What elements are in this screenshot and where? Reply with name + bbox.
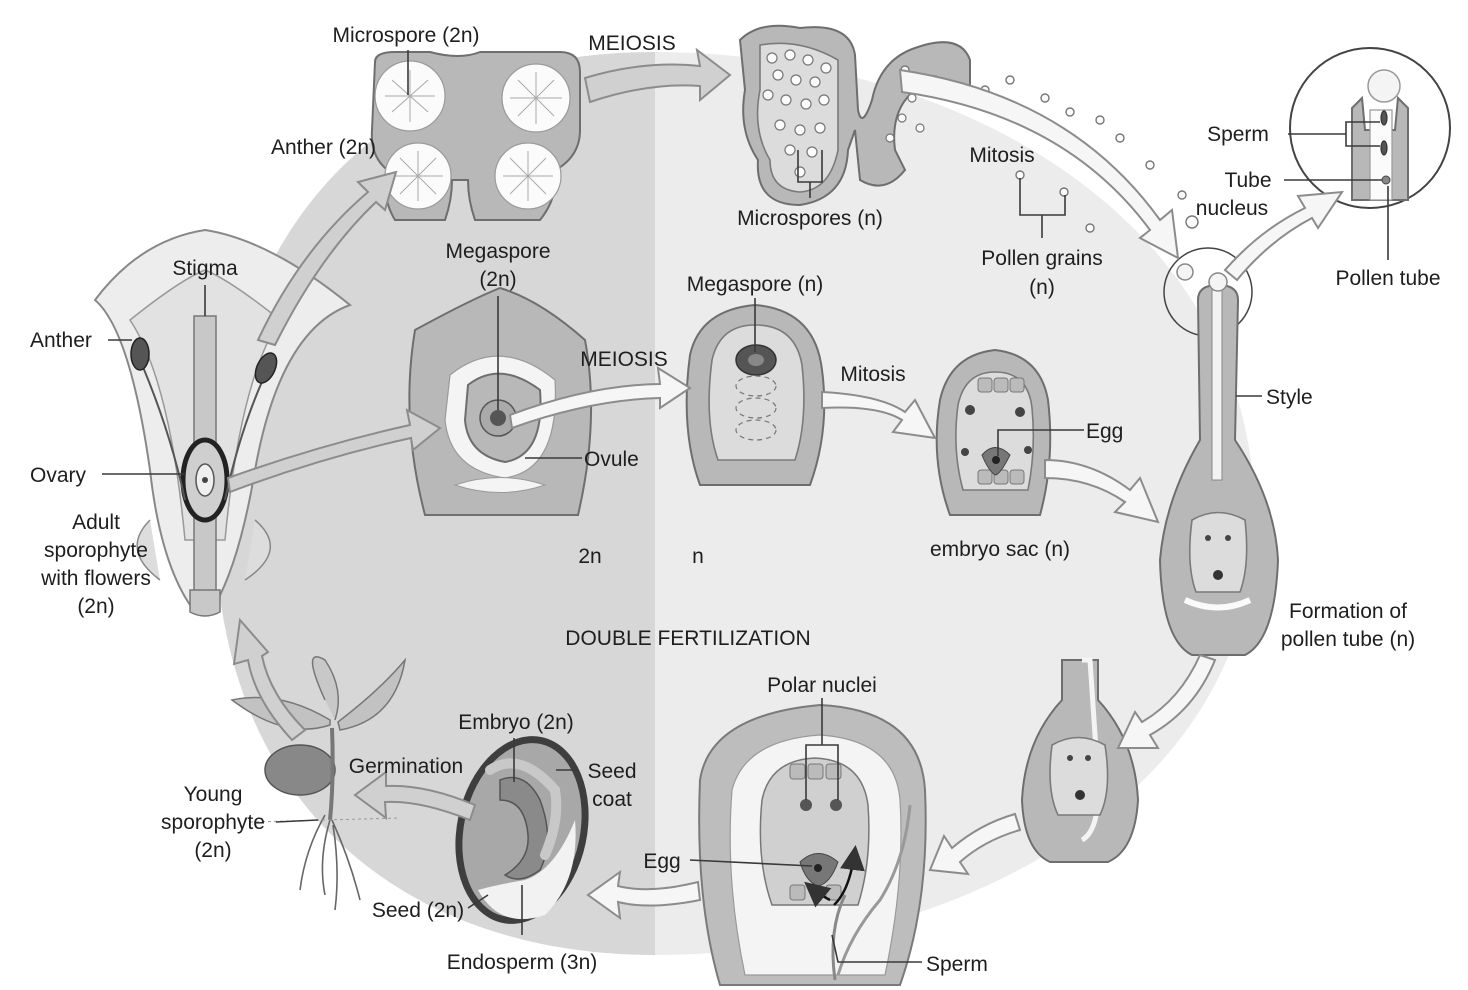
label-egg-mid: Egg <box>1086 420 1123 443</box>
arrow-anther-meiosis <box>583 47 732 104</box>
pistil-fertilization <box>1020 657 1140 863</box>
label-seed-coat-1: Seed <box>587 760 636 783</box>
label-meiosis-mid: MEIOSIS <box>580 348 668 371</box>
arrow-style-to-inset <box>1223 190 1344 282</box>
arrow-seedling-to-flower <box>232 617 307 742</box>
arrow-mitosis-mid <box>821 390 937 440</box>
label-megaspore-2n-2: (2n) <box>479 268 516 291</box>
seed <box>455 736 589 924</box>
pollen-tube-inset <box>1289 47 1451 209</box>
cycle-arrows <box>226 47 1344 921</box>
label-adult-2: sporophyte <box>44 539 148 562</box>
label-young-3: (2n) <box>194 839 231 862</box>
label-endosperm: Endosperm (3n) <box>447 951 598 974</box>
arrow-seed-to-seedling <box>353 770 477 822</box>
embryo-sac <box>935 348 1052 516</box>
pistil-with-pollen-tube <box>1158 247 1280 656</box>
label-tube-nucleus-2: nucleus <box>1196 197 1268 220</box>
label-anther-2n: Anther (2n) <box>271 136 376 159</box>
label-formation-1: Formation of <box>1289 600 1407 623</box>
label-embryo-sac: embryo sac (n) <box>930 538 1070 561</box>
label-seed-2n: Seed (2n) <box>372 899 464 922</box>
label-megaspore-n: Megaspore (n) <box>687 273 824 296</box>
text-labels: Microspore (2n) MEIOSIS Anther (2n) Mito… <box>30 24 1441 976</box>
label-ploidy-2n: 2n <box>578 545 601 568</box>
label-seed-coat-2: coat <box>592 788 632 811</box>
seedling <box>230 656 407 911</box>
label-egg-bottom: Egg <box>643 850 680 873</box>
label-mitosis-mid: Mitosis <box>840 363 905 386</box>
ovule-megaspore-n <box>685 303 826 486</box>
label-megaspore-2n-1: Megaspore <box>445 240 550 263</box>
label-pollen-tube: Pollen tube <box>1335 267 1440 290</box>
label-formation-2: pollen tube (n) <box>1281 628 1415 651</box>
label-germination: Germination <box>349 755 463 778</box>
label-adult-1: Adult <box>72 511 120 534</box>
label-adult-3: with flowers <box>40 567 151 590</box>
label-sperm-bottom: Sperm <box>926 953 988 976</box>
label-tube-nucleus-1: Tube <box>1224 169 1271 192</box>
arrow-meiosis-mid <box>508 366 692 430</box>
label-ovary: Ovary <box>30 464 87 487</box>
label-young-1: Young <box>184 783 243 806</box>
arrow-style-down <box>1116 653 1217 749</box>
label-adult-4: (2n) <box>77 595 114 618</box>
label-ploidy-n: n <box>692 545 704 568</box>
double-fertilization-ovule <box>698 703 927 986</box>
arrow-ovule-to-seed <box>586 869 702 921</box>
label-embryo-2n: Embryo (2n) <box>458 711 574 734</box>
arrow-pistil-to-ovule <box>928 812 1022 876</box>
label-pollen-grains-2: (n) <box>1029 276 1055 299</box>
label-mitosis-top: Mitosis <box>969 144 1034 167</box>
label-sperm-top: Sperm <box>1207 123 1269 146</box>
arrow-embryo-sac-to-style <box>1044 458 1160 524</box>
label-polar-nuclei: Polar nuclei <box>767 674 877 697</box>
label-pollen-grains-1: Pollen grains <box>981 247 1102 270</box>
label-stigma: Stigma <box>172 257 238 280</box>
anther-cross-section <box>370 51 581 221</box>
label-young-2: sporophyte <box>161 811 265 834</box>
label-style: Style <box>1266 386 1313 409</box>
label-double-fertilization: DOUBLE FERTILIZATION <box>565 627 810 650</box>
label-microspore-2n: Microspore (2n) <box>332 24 479 47</box>
arrow-microspores-to-style <box>898 68 1180 260</box>
label-ovule: Ovule <box>584 448 639 471</box>
label-meiosis-top: MEIOSIS <box>588 32 676 55</box>
leader-lines <box>102 50 1389 963</box>
label-microspores-n: Microspores (n) <box>737 207 883 230</box>
label-anther: Anther <box>30 329 92 352</box>
arrow-ovary-to-ovule <box>226 408 442 494</box>
arrow-flower-to-anther <box>256 170 398 347</box>
